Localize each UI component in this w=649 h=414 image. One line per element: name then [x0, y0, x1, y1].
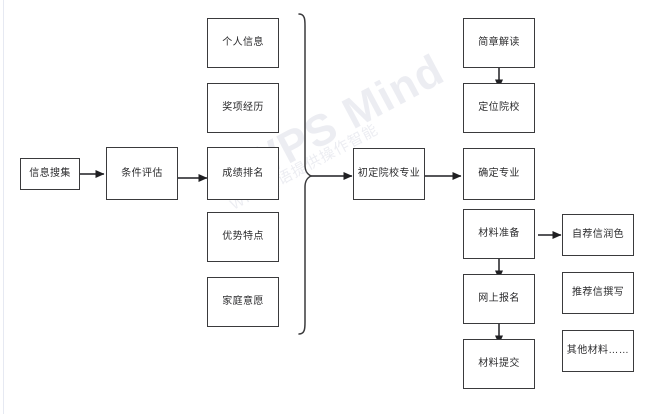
node-strength-features[interactable]: 优势特点	[207, 212, 279, 262]
node-self-recommendation-letter[interactable]: 自荐信润色	[562, 214, 634, 256]
node-condition-evaluation[interactable]: 条件评估	[106, 147, 178, 200]
node-material-preparation[interactable]: 材料准备	[463, 209, 535, 259]
group-brace	[298, 13, 313, 335]
node-family-preference[interactable]: 家庭意愿	[207, 277, 279, 327]
node-recommendation-letter[interactable]: 推荐信撰写	[562, 272, 634, 314]
node-grade-ranking[interactable]: 成绩排名	[207, 147, 279, 200]
node-award-experience[interactable]: 奖项经历	[207, 83, 279, 133]
node-brochure-interpretation[interactable]: 简章解读	[463, 18, 535, 68]
node-online-registration[interactable]: 网上报名	[463, 274, 535, 324]
node-school-positioning[interactable]: 定位院校	[463, 83, 535, 133]
node-information-gathering[interactable]: 信息搜集	[20, 158, 80, 190]
node-preliminary-school-major[interactable]: 初定院校专业	[353, 148, 425, 200]
node-confirm-major[interactable]: 确定专业	[463, 148, 535, 200]
page-left-rule	[3, 0, 4, 414]
node-material-submission[interactable]: 材料提交	[463, 339, 535, 389]
node-personal-info[interactable]: 个人信息	[207, 18, 279, 68]
node-other-materials[interactable]: 其他材料……	[562, 330, 634, 372]
